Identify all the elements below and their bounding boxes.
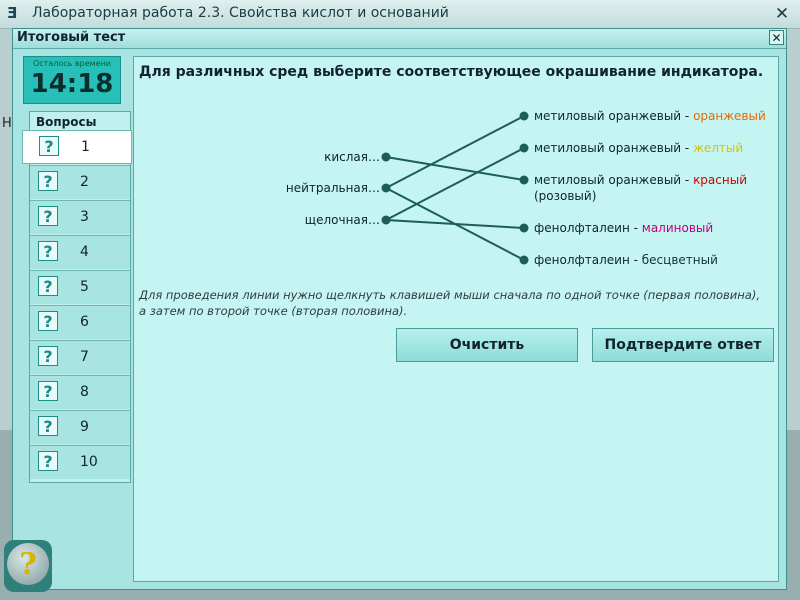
final-test-dialog: Итоговый тест ✕ Осталось времени 14:18 В… [12,28,787,590]
question-item[interactable]: ?9 [30,410,130,444]
hint-text: Для проведения линии нужно щелкнуть клав… [139,288,760,318]
dialog-close-button[interactable]: ✕ [769,30,784,45]
question-text: Для различных сред выберите соответствую… [139,64,764,80]
indicator-color-label: фенолфталеин - малиновый [534,221,713,235]
timer-value: 14:18 [30,69,114,99]
background-app-text: Н [2,116,12,131]
help-question-icon: ? [7,543,49,585]
question-number: 9 [80,419,89,435]
question-mark-icon: ? [38,381,58,401]
connection-line [385,115,525,189]
indicator-name: метиловый оранжевый - [534,109,693,123]
left-connection-dot[interactable] [381,215,391,225]
matching-area[interactable]: кислая… нейтральная… щелочная… метиловый ор… [134,57,780,287]
question-number: 2 [80,174,89,190]
app-titlebar: Ǝ Лабораторная работа 2.3. Свойства кисл… [0,0,800,29]
right-connection-dot[interactable] [519,223,529,233]
question-item[interactable]: ?8 [30,375,130,409]
right-connection-dot[interactable] [519,255,529,265]
question-mark-icon: ? [38,311,58,331]
question-item[interactable]: ?6 [30,305,130,339]
question-number: 3 [80,209,89,225]
question-item[interactable]: ?1 [22,130,132,164]
indicator-color-word: оранжевый [693,109,766,123]
question-item[interactable]: ? 10 [30,445,130,479]
dialog-titlebar: Итоговый тест ✕ [13,29,786,49]
indicator-color-note: (розовый) [534,189,596,203]
question-item[interactable]: ?7 [30,340,130,374]
indicator-color-word: красный [693,173,747,187]
question-mark-icon: ? [39,136,59,156]
question-content: Для различных сред выберите соответствую… [133,56,779,582]
clear-button[interactable]: Очистить [396,328,578,362]
timer-label: Осталось времени [32,59,112,68]
dialog-title: Итоговый тест [17,30,126,45]
question-item[interactable]: ?4 [30,235,130,269]
question-mark-icon: ? [38,241,58,261]
question-item[interactable]: ?3 [30,200,130,234]
indicator-name: фенолфталеин - [534,221,642,235]
question-mark-icon: ? [38,346,58,366]
question-number: 1 [81,139,90,155]
indicator-color-word: малиновый [642,221,713,235]
question-mark-icon: ? [38,451,58,471]
question-mark-icon: ? [38,171,58,191]
indicator-color-label: метиловый оранжевый - желтый [534,141,743,155]
left-medium-label: кислая… [324,150,380,164]
indicator-name: метиловый оранжевый - [534,173,693,187]
indicator-color-word: бесцветный [642,253,718,267]
left-connection-dot[interactable] [381,152,391,162]
left-connection-dot[interactable] [381,183,391,193]
connection-line [385,147,525,221]
question-number: 7 [80,349,89,365]
questions-panel: Вопросы ?1?2?3?4?5?6?7?8?9?10 [22,111,132,483]
questions-header: Вопросы [36,115,97,129]
question-number: 4 [80,244,89,260]
confirm-answer-button[interactable]: Подтвердите ответ [592,328,774,362]
app-title: Лабораторная работа 2.3. Свойства кислот… [32,5,449,21]
question-mark-icon: ? [38,276,58,296]
right-connection-dot[interactable] [519,143,529,153]
indicator-name: фенолфталеин - [534,253,642,267]
question-item[interactable]: ?5 [30,270,130,304]
app-close-icon[interactable]: ✕ [774,4,790,24]
help-button[interactable]: ? [4,540,52,592]
connection-line [385,219,525,229]
right-connection-dot[interactable] [519,111,529,121]
question-number: 6 [80,314,89,330]
indicator-color-word: желтый [693,141,743,155]
question-mark-icon: ? [38,206,58,226]
question-item[interactable]: ?2 [30,165,130,199]
indicator-color-label: фенолфталеин - бесцветный [534,253,718,267]
app-logo-icon[interactable]: Ǝ [6,4,18,22]
question-number: 10 [80,454,98,470]
right-connection-dot[interactable] [519,175,529,185]
question-mark-icon: ? [38,416,58,436]
indicator-color-label: метиловый оранжевый - красный [534,173,747,187]
question-number: 8 [80,384,89,400]
question-number: 5 [80,279,89,295]
timer: Осталось времени 14:18 [23,56,121,104]
indicator-color-label: метиловый оранжевый - оранжевый [534,109,766,123]
indicator-name: метиловый оранжевый - [534,141,693,155]
connection-line [385,156,525,181]
left-medium-label: щелочная… [305,213,380,227]
left-medium-label: нейтральная… [286,181,380,195]
